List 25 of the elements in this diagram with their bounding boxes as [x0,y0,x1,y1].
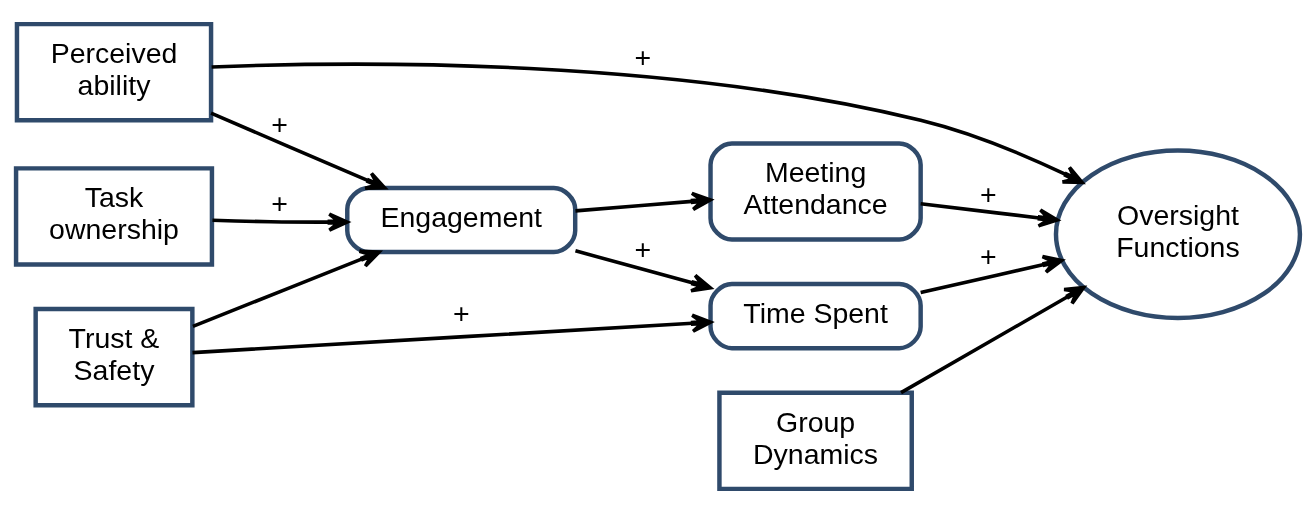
node-box: Time Spent [708,281,923,350]
arrow [574,248,713,293]
arrow [575,191,713,213]
arrow [210,111,387,190]
node-box: Perceived ability [14,21,214,122]
node-box: Task ownership [13,165,215,267]
edge-label: + [634,232,652,265]
edge-label: + [979,177,997,210]
arrow [920,254,1064,294]
node-box: Meeting Attendance [708,140,923,242]
edge-label: + [452,296,470,329]
node-box: Engagement [345,185,578,254]
edge-label: + [979,239,997,272]
arrow [920,201,1059,228]
edge-label: + [271,107,288,140]
arrow [211,61,1084,184]
node-box: Group Dynamics [717,390,914,491]
edge-label: + [634,40,652,72]
arrow [212,211,349,232]
arrow [192,313,713,354]
node-ellipse: Oversight Functions [1053,147,1303,320]
edge-label: + [271,186,288,219]
node-box: Trust & Safety [33,306,195,407]
arrow [900,285,1086,394]
arrow [192,248,381,328]
